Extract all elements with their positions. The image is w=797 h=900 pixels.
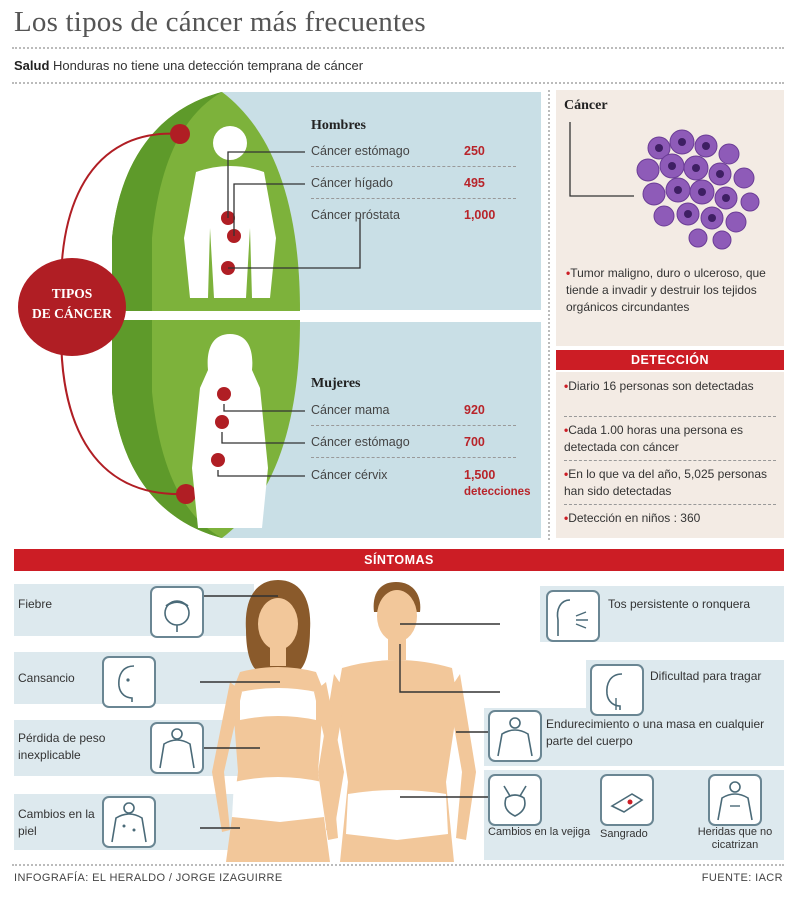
deteccion-item-4: •Detección en niños : 360 <box>564 511 701 525</box>
badge-line-1: TIPOS <box>51 286 93 301</box>
cough-icon <box>546 590 600 642</box>
subtitle-text: Honduras no tiene una detección temprana… <box>53 58 364 73</box>
tired-face-icon <box>102 656 156 708</box>
hombres-row-2-value: 495 <box>464 176 485 190</box>
organ-dot-stomach-f <box>215 415 229 429</box>
green-shape-bottom-inner <box>112 320 222 538</box>
mujeres-row-3-value: 1,500 <box>464 468 496 482</box>
title-divider <box>12 47 784 49</box>
cancer-description: •Tumor maligno, duro o ulceroso, que tie… <box>566 266 766 314</box>
sintoma-cansancio-label: Cansancio <box>18 671 75 685</box>
subtitle-section: Salud <box>14 58 50 73</box>
deteccion-divider-1 <box>564 416 776 417</box>
tipos-cancer-graphic <box>60 92 361 538</box>
sintoma-peso-label: Pérdida de peso inexplicable <box>18 731 106 762</box>
sintoma-heridas-label: Heridas que no cicatrizan <box>697 826 773 851</box>
hombres-divider-1 <box>311 166 516 167</box>
wound-icon <box>708 774 762 826</box>
torso-icon <box>150 722 204 774</box>
sintoma-band-fiebre <box>14 584 254 636</box>
mujeres-divider-2 <box>311 457 516 458</box>
sintoma-sangrado-label: Sangrado <box>600 828 648 840</box>
skin-torso-icon <box>102 796 156 848</box>
throat-icon <box>590 664 644 716</box>
hombres-row-1-label: Cáncer estómago <box>311 144 410 158</box>
arc-dot-top <box>170 124 190 144</box>
sintoma-tragar-label: Dificultad para tragar <box>650 669 762 683</box>
organ-dot-breast-f <box>217 387 231 401</box>
footer-source: FUENTE: IACR <box>701 872 783 884</box>
green-shape-top-inner <box>112 92 222 311</box>
sintoma-tos-label: Tos persistente o ronquera <box>608 597 751 611</box>
hombres-row-2-label: Cáncer hígado <box>311 176 394 190</box>
pointer-female-2 <box>221 432 305 444</box>
hombres-title: Hombres <box>311 118 366 133</box>
deteccion-item-2: •Cada 1.00 horas una persona es detectad… <box>564 423 743 454</box>
bladder-icon <box>488 774 542 826</box>
sintoma-piel-label: Cambios en la piel <box>18 807 95 838</box>
female-silhouette <box>192 334 268 528</box>
pointer-female-3 <box>217 470 305 477</box>
pointer-male-1 <box>227 151 305 218</box>
sintomas-header: SÍNTOMAS <box>14 549 784 571</box>
deteccion-divider-2 <box>564 460 776 461</box>
pointer-female-1 <box>223 404 305 412</box>
hombres-row-1-value: 250 <box>464 144 485 158</box>
sintoma-masa-label: Endurecimiento o una masa en cualquier p… <box>546 717 765 748</box>
badge-line-2: DE CÁNCER <box>32 306 112 321</box>
organ-dot-cervix-f <box>211 453 225 467</box>
human-bodies-illustration <box>200 580 500 862</box>
hombres-row-3-value: 1,000 <box>464 208 496 222</box>
hombres-divider-2 <box>311 198 516 199</box>
cancer-info-title: Cáncer <box>564 98 608 113</box>
pointer-tragar <box>399 644 500 693</box>
bleeding-icon <box>600 774 654 826</box>
subtitle-divider <box>12 82 784 84</box>
pointer-male-3 <box>228 218 361 269</box>
mujeres-row-2-label: Cáncer estómago <box>311 435 410 449</box>
deteccion-item-3: •En lo que va del año, 5,025 personas ha… <box>564 467 768 498</box>
mujeres-title: Mujeres <box>311 376 361 391</box>
page-title: Los tipos de cáncer más frecuentes <box>14 6 426 38</box>
sintoma-fiebre-label: Fiebre <box>18 597 53 611</box>
mujeres-row-3-label: Cáncer cérvix <box>311 468 388 482</box>
footer-divider <box>12 864 784 866</box>
right-divider <box>548 90 550 540</box>
sintoma-vejiga-label: Cambios en la vejiga <box>488 826 591 838</box>
deteccion-item-1: •Diario 16 personas son detectadas <box>564 379 754 393</box>
deteccion-divider-3 <box>564 504 776 505</box>
pointer-male-2 <box>233 183 305 236</box>
cancer-cells-illustration <box>569 122 760 250</box>
mujeres-divider-1 <box>311 425 516 426</box>
mujeres-row-2-value: 700 <box>464 435 485 449</box>
hombres-row-3-label: Cáncer próstata <box>311 208 400 222</box>
deteccion-header: DETECCIÓN <box>556 350 784 370</box>
tipos-cancer-badge: TIPOS DE CÁNCER <box>18 258 126 356</box>
head-fever-icon <box>150 586 204 638</box>
footer-credit: INFOGRAFÍA: EL HERALDO / JORGE IZAGUIRRE <box>14 872 283 884</box>
cancer-description-text: Tumor maligno, duro o ulceroso, que tien… <box>566 266 766 314</box>
body-mass-icon <box>488 710 542 762</box>
arc-dot-bottom <box>176 484 196 504</box>
deteccion-panel <box>556 372 784 538</box>
mujeres-row-1-value: 920 <box>464 403 485 417</box>
page-subtitle: Salud Honduras no tiene una detección te… <box>14 58 363 73</box>
mujeres-row-1-label: Cáncer mama <box>311 403 390 417</box>
mujeres-row-3-note: detecciones <box>464 486 531 498</box>
woman-figure <box>212 580 344 862</box>
man-figure <box>318 582 476 862</box>
